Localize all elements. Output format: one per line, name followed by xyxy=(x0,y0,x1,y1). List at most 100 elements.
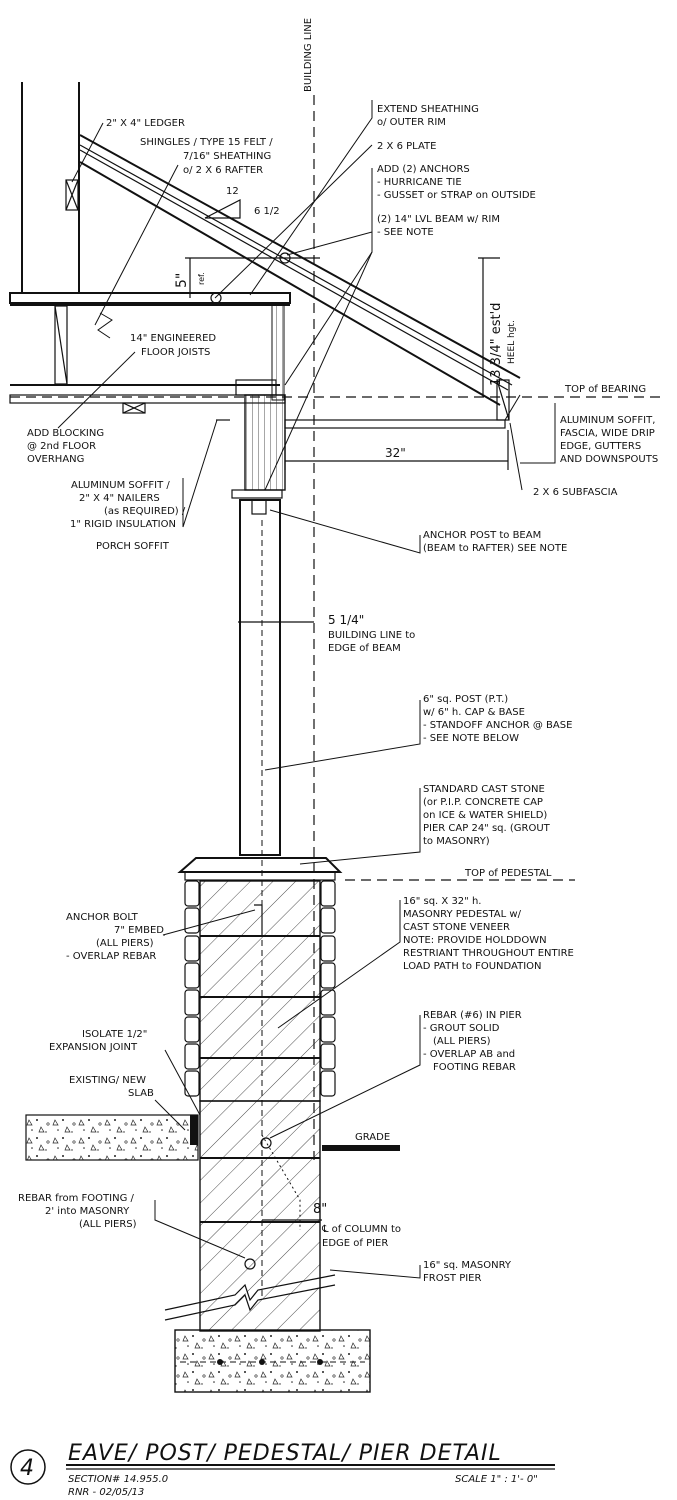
top-of-bearing-label: TOP of BEARING xyxy=(564,384,646,395)
anchor-bolt-1: ANCHOR BOLT xyxy=(66,912,139,923)
blocking-label-2: @ 2nd FLOOR xyxy=(27,441,96,452)
rebar-pier-4: - OVERLAP AB and xyxy=(423,1049,515,1060)
cast-stone-1: STANDARD CAST STONE xyxy=(423,784,545,795)
post-1: 6" sq. POST (P.T.) xyxy=(423,694,508,705)
lvl-1: (2) 14" LVL BEAM w/ RIM xyxy=(377,214,500,225)
pedestal xyxy=(184,880,336,1102)
pedestal-2: MASONRY PEDESTAL w/ xyxy=(403,909,522,920)
slope-run: 12 xyxy=(226,186,239,197)
anchor-post-1: ANCHOR POST to BEAM xyxy=(423,530,541,541)
dim-pier-l1: ℄ of COLUMN to xyxy=(321,1224,401,1235)
rebar-pier-2: - GROUT SOLID xyxy=(423,1023,500,1034)
isolate-2: EXPANSION JOINT xyxy=(49,1042,138,1053)
pedestal-5: RESTRIANT THROUGHOUT ENTIRE xyxy=(403,948,574,959)
rebar-footing-2: 2' into MASONRY xyxy=(45,1206,130,1217)
plate-label: 2 X 6 PLATE xyxy=(377,141,436,152)
upper-wall xyxy=(21,82,80,293)
top-of-bearing: TOP of BEARING xyxy=(10,384,665,398)
pedestal-4: NOTE: PROVIDE HOLDDOWN xyxy=(403,935,547,946)
roof-rafter: 12 6 1/2 xyxy=(79,134,521,406)
dim-beam-l1: BUILDING LINE to xyxy=(328,630,415,641)
pedestal-3: CAST STONE VENEER xyxy=(403,922,510,933)
anchors-2: - HURRICANE TIE xyxy=(377,177,462,188)
dimension-heel: 13 3/4" est'd HEEL hgt. xyxy=(478,257,517,397)
post-2: w/ 6" h. CAP & BASE xyxy=(423,707,525,718)
shingles-label-1: SHINGLES / TYPE 15 FELT / xyxy=(140,137,273,148)
anchor-bolt-4: - OVERLAP REBAR xyxy=(66,951,156,962)
post-3: - STANDOFF ANCHOR @ BASE xyxy=(423,720,572,731)
cast-stone-3: on ICE & WATER SHIELD) xyxy=(423,810,547,821)
soffit-left-1: ALUMINUM SOFFIT / xyxy=(71,480,170,491)
anchor-post-2: (BEAM to RAFTER) SEE NOTE xyxy=(423,543,567,554)
extend-sheathing-2: o/ OUTER RIM xyxy=(377,117,446,128)
soffit-left-3: (as REQUIRED) / xyxy=(104,506,186,517)
rebar-footing-3: (ALL PIERS) xyxy=(79,1219,137,1230)
isolate-1: ISOLATE 1/2" xyxy=(82,1029,147,1040)
labels: 2" X 4" LEDGER SHINGLES / TYPE 15 FELT /… xyxy=(18,104,658,1284)
anchors-3: - GUSSET or STRAP on OUTSIDE xyxy=(377,190,536,201)
dim-beam-offset: 5 1/4" xyxy=(328,613,364,627)
joists-label-2: FLOOR JOISTS xyxy=(141,347,210,358)
blocking-label-1: ADD BLOCKING xyxy=(27,428,104,439)
dim-5-ref: ref. xyxy=(197,272,206,285)
anchors-1: ADD (2) ANCHORS xyxy=(377,164,470,175)
detail-title: EAVE/ POST/ PEDESTAL/ PIER DETAIL xyxy=(68,1441,502,1466)
soffit-left-4: 1" RIGID INSULATION xyxy=(70,519,176,530)
rebar-pier-3: (ALL PIERS) xyxy=(433,1036,491,1047)
shingles-label-3: o/ 2 X 6 RAFTER xyxy=(183,165,263,176)
cast-stone-4: PIER CAP 24" sq. (GROUT xyxy=(423,823,551,834)
top-of-pedestal-label: TOP of PEDESTAL xyxy=(464,868,552,879)
grade-label: GRADE xyxy=(355,1132,390,1143)
soffit-right-2: FASCIA, WIDE DRIP xyxy=(560,428,655,439)
detail-number: 4 xyxy=(20,1456,34,1481)
dim-heel-hgt: HEEL hgt. xyxy=(507,320,517,364)
anchor-bolt-3: (ALL PIERS) xyxy=(96,938,154,949)
dim-pier-offset: 8" xyxy=(313,1202,327,1217)
cast-stone-2: (or P.I.P. CONCRETE CAP xyxy=(423,797,543,808)
frost-pier xyxy=(164,1100,336,1332)
title-block: 4 EAVE/ POST/ PEDESTAL/ PIER DETAIL SECT… xyxy=(10,1441,555,1498)
soffit-right-4: AND DOWNSPOUTS xyxy=(560,454,658,465)
slope-rise: 6 1/2 xyxy=(254,206,280,217)
scale: SCALE 1" : 1'- 0" xyxy=(455,1474,538,1485)
rebar-pier-5: FOOTING REBAR xyxy=(433,1062,516,1073)
top-of-pedestal: TOP of PEDESTAL xyxy=(345,868,575,881)
author-date: RNR - 02/05/13 xyxy=(68,1487,144,1498)
pier-cap xyxy=(177,857,343,881)
section-number: SECTION# 14.955.0 xyxy=(68,1474,168,1485)
overhang xyxy=(284,379,510,429)
dim-beam-l2: EDGE of BEAM xyxy=(328,643,401,654)
grade: GRADE xyxy=(322,1132,400,1151)
ledger-label: 2" X 4" LEDGER xyxy=(106,118,185,129)
rebar-footing-1: REBAR from FOOTING / xyxy=(18,1193,135,1204)
joists-label-1: 14" ENGINEERED xyxy=(130,333,216,344)
slab xyxy=(25,1114,199,1161)
footing xyxy=(174,1329,371,1393)
floor-system xyxy=(9,292,291,421)
slab-2: SLAB xyxy=(128,1088,154,1099)
post-4: - SEE NOTE BELOW xyxy=(423,733,519,744)
dimension-32: 32" xyxy=(284,430,509,470)
slab-1: EXISTING/ NEW xyxy=(69,1075,146,1086)
dimension-8: 8" ℄ of COLUMN to EDGE of PIER xyxy=(262,1202,401,1249)
soffit-right-3: EDGE, GUTTERS xyxy=(560,441,641,452)
frost-pier-2: FROST PIER xyxy=(423,1273,482,1284)
subfascia-label: 2 X 6 SUBFASCIA xyxy=(533,487,618,498)
porch-soffit-label: PORCH SOFFIT xyxy=(96,541,170,552)
dim-pier-l2: EDGE of PIER xyxy=(322,1238,388,1249)
dim-heel: 13 3/4" est'd xyxy=(489,303,504,386)
pedestal-6: LOAD PATH to FOUNDATION xyxy=(403,961,542,972)
frost-pier-1: 16" sq. MASONRY xyxy=(423,1260,512,1271)
dimension-5: 5" ref. xyxy=(174,257,320,298)
shingles-label-2: 7/16" SHEATHING xyxy=(183,151,271,162)
anchor-bolt-2: 7" EMBED xyxy=(114,925,164,936)
dim-5: 5" xyxy=(174,273,190,288)
rebar-pier-1: REBAR (#6) IN PIER xyxy=(423,1010,522,1021)
building-line-label: BUILDING LINE xyxy=(303,18,314,92)
extend-sheathing-1: EXTEND SHEATHING xyxy=(377,104,479,115)
dimension-beam: 5 1/4" BUILDING LINE to EDGE of BEAM xyxy=(238,613,415,654)
cast-stone-5: to MASONRY) xyxy=(423,836,490,847)
soffit-right-1: ALUMINUM SOFFIT, xyxy=(560,415,655,426)
dim-overhang: 32" xyxy=(385,446,406,460)
